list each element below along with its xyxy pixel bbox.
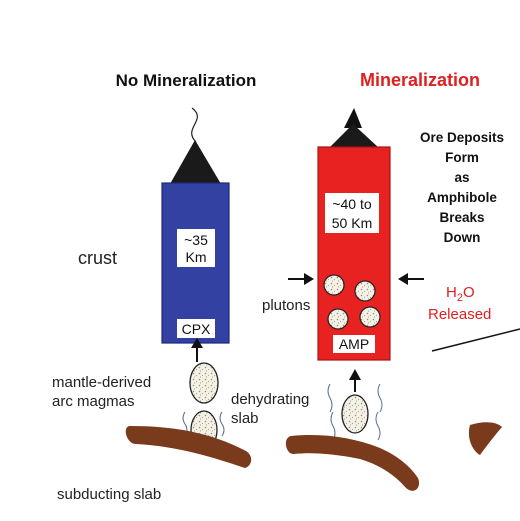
pluton-4 bbox=[359, 306, 381, 328]
right-volcano-cone bbox=[329, 124, 379, 148]
right-magma-blob bbox=[341, 394, 369, 434]
left-vent-squiggle bbox=[191, 107, 198, 143]
water-h: H bbox=[446, 284, 457, 301]
left-mineral-label: CPX bbox=[182, 321, 211, 337]
right-depth-line1: ~40 to bbox=[332, 196, 372, 212]
mantle-label-line2: arc magmas bbox=[52, 393, 135, 410]
ore-text-line5: Breaks bbox=[439, 210, 484, 225]
ore-text-line3: as bbox=[454, 170, 469, 185]
left-ascent-arrowhead bbox=[191, 338, 203, 348]
ore-text-line4: Amphibole bbox=[427, 190, 497, 205]
left-depth-line2: Km bbox=[186, 249, 207, 265]
right-surface-line bbox=[431, 328, 520, 352]
ore-text-line2: Form bbox=[445, 150, 479, 165]
pluton-1 bbox=[323, 274, 345, 296]
subducting-slab-label: subducting slab bbox=[57, 486, 161, 503]
water-label-line2: Released bbox=[428, 306, 491, 323]
ore-text-line1: Ore Deposits bbox=[420, 130, 504, 145]
right-vent-flag bbox=[344, 108, 362, 128]
crust-label: crust bbox=[78, 248, 117, 268]
plutons-label: plutons bbox=[262, 297, 310, 314]
left-mineral-box bbox=[177, 319, 215, 338]
ore-text-line6: Down bbox=[444, 230, 481, 245]
left-volcano-cone bbox=[170, 140, 221, 184]
right-depth-box bbox=[325, 193, 379, 233]
title-mineralization: Mineralization bbox=[360, 70, 480, 90]
right-wavy-line-1 bbox=[327, 383, 333, 413]
right-depth-line2: 50 Km bbox=[332, 215, 372, 231]
plutons-group bbox=[323, 274, 381, 330]
right-mineral-box bbox=[333, 335, 375, 353]
pluton-2 bbox=[354, 280, 376, 302]
dehydrating-label-line2: slab bbox=[231, 410, 259, 427]
left-wavy-line-2 bbox=[219, 411, 225, 437]
right-mineral-label: AMP bbox=[339, 336, 369, 352]
right-compression-arrowhead bbox=[398, 273, 408, 285]
right-subducting-slab bbox=[285, 435, 420, 491]
mantle-label-line1: mantle-derived bbox=[52, 374, 151, 391]
water-label-line1: H2O bbox=[446, 284, 475, 304]
right-wavy-line-4 bbox=[375, 411, 381, 441]
water-o: O bbox=[463, 284, 475, 301]
left-magma-blob-upper bbox=[189, 362, 219, 404]
left-compression-arrowhead bbox=[304, 273, 314, 285]
right-magma-column bbox=[317, 146, 391, 361]
right-ascent-arrowhead bbox=[349, 369, 361, 380]
far-right-slab-fragment bbox=[468, 422, 502, 455]
pluton-3 bbox=[327, 308, 349, 330]
title-no-mineralization: No Mineralization bbox=[116, 71, 257, 90]
right-wavy-line-3 bbox=[377, 383, 383, 413]
water-subscript: 2 bbox=[457, 292, 463, 304]
left-subducting-slab bbox=[125, 426, 252, 468]
right-wavy-line-2 bbox=[330, 411, 336, 441]
left-depth-box bbox=[177, 229, 215, 267]
dehydrating-label-line1: dehydrating bbox=[231, 391, 309, 408]
left-depth-line1: ~35 bbox=[184, 232, 208, 248]
